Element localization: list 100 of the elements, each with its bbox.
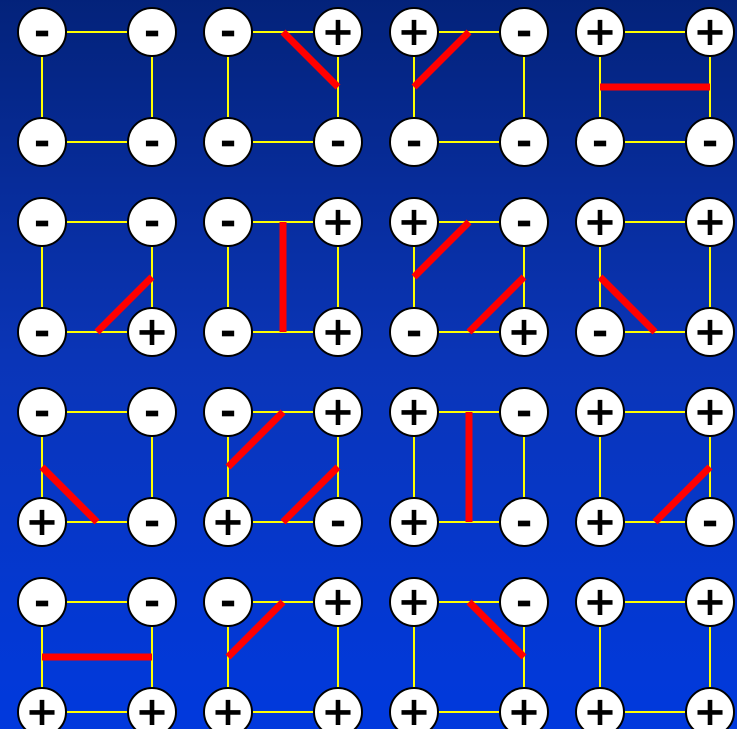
sign-circle: - xyxy=(499,117,549,167)
sign-circle: - xyxy=(203,387,253,437)
connector-line xyxy=(413,437,415,497)
sign-circle: + xyxy=(313,387,363,437)
connector-line xyxy=(253,521,313,523)
sign-circle: - xyxy=(127,7,177,57)
sign-circle: + xyxy=(685,687,735,729)
connector-line xyxy=(67,521,127,523)
connector-line xyxy=(625,221,685,223)
sign-circle: + xyxy=(313,197,363,247)
sign-circle: + xyxy=(127,687,177,729)
connector-line xyxy=(439,141,499,143)
connector-line xyxy=(41,247,43,307)
sign-circle: + xyxy=(313,577,363,627)
connector-line xyxy=(523,247,525,307)
connector-line xyxy=(67,141,127,143)
connector-line xyxy=(625,141,685,143)
connector-line xyxy=(709,57,711,117)
sign-circle: + xyxy=(575,687,625,729)
connector-line xyxy=(625,521,685,523)
connector-line xyxy=(253,31,313,33)
sign-circle: + xyxy=(575,577,625,627)
connector-line xyxy=(337,247,339,307)
connector-line xyxy=(439,521,499,523)
connector-line xyxy=(413,57,415,117)
connector-line xyxy=(625,711,685,713)
sign-circle: - xyxy=(127,577,177,627)
sign-circle: + xyxy=(685,197,735,247)
connector-line xyxy=(709,627,711,687)
sign-circle: - xyxy=(389,307,439,357)
connector-line xyxy=(523,57,525,117)
sign-circle: - xyxy=(499,497,549,547)
connector-line xyxy=(709,437,711,497)
sign-circle: - xyxy=(203,577,253,627)
connector-line xyxy=(439,31,499,33)
sign-circle: - xyxy=(127,497,177,547)
connector-line xyxy=(227,247,229,307)
sign-circle: + xyxy=(313,7,363,57)
connector-line xyxy=(253,411,313,413)
connector-line xyxy=(413,627,415,687)
sign-circle: + xyxy=(313,687,363,729)
connector-line xyxy=(67,411,127,413)
connector-line xyxy=(227,57,229,117)
sign-circle: - xyxy=(499,387,549,437)
sign-circle: + xyxy=(685,7,735,57)
connector-line xyxy=(151,437,153,497)
connector-line xyxy=(67,31,127,33)
connector-line xyxy=(151,57,153,117)
sign-circle: - xyxy=(127,387,177,437)
sign-circle: + xyxy=(685,577,735,627)
connector-line xyxy=(151,247,153,307)
connector-line xyxy=(599,57,601,117)
connector-line xyxy=(67,601,127,603)
connector-line xyxy=(439,711,499,713)
sign-circle: - xyxy=(17,577,67,627)
connector-line xyxy=(67,711,127,713)
connector-line xyxy=(709,247,711,307)
connector-line xyxy=(253,601,313,603)
sign-circle: - xyxy=(313,497,363,547)
sign-circle: - xyxy=(17,387,67,437)
sign-circle: + xyxy=(17,497,67,547)
connector-line xyxy=(439,601,499,603)
sign-circle: + xyxy=(313,307,363,357)
connector-line xyxy=(599,627,601,687)
sign-circle: - xyxy=(575,117,625,167)
sign-circle: - xyxy=(203,307,253,357)
connector-line xyxy=(337,437,339,497)
sign-circle: - xyxy=(499,577,549,627)
sign-circle: + xyxy=(203,497,253,547)
sign-circle: - xyxy=(203,7,253,57)
sign-circle: + xyxy=(17,687,67,729)
sign-circle: - xyxy=(313,117,363,167)
connector-line xyxy=(523,437,525,497)
sign-circle: - xyxy=(685,117,735,167)
sign-circle: + xyxy=(127,307,177,357)
sign-circle: + xyxy=(575,497,625,547)
sign-circle: - xyxy=(685,497,735,547)
connector-line xyxy=(599,247,601,307)
connector-line xyxy=(413,247,415,307)
sign-circle: - xyxy=(389,117,439,167)
connector-line xyxy=(227,437,229,497)
connector-line xyxy=(625,331,685,333)
connector-line xyxy=(253,141,313,143)
connector-line xyxy=(41,627,43,687)
sign-circle: + xyxy=(389,497,439,547)
connector-line xyxy=(439,221,499,223)
sign-circle: + xyxy=(203,687,253,729)
connector-line xyxy=(625,31,685,33)
connector-line xyxy=(41,437,43,497)
sign-circle: - xyxy=(17,197,67,247)
sign-circle: + xyxy=(575,387,625,437)
sign-circle: - xyxy=(127,117,177,167)
sign-circle: + xyxy=(575,197,625,247)
sign-circle: - xyxy=(203,197,253,247)
connector-line xyxy=(253,221,313,223)
sign-circle: + xyxy=(389,577,439,627)
connector-line xyxy=(523,627,525,687)
sign-circle: + xyxy=(499,307,549,357)
connector-line xyxy=(439,331,499,333)
sign-circle: + xyxy=(389,687,439,729)
